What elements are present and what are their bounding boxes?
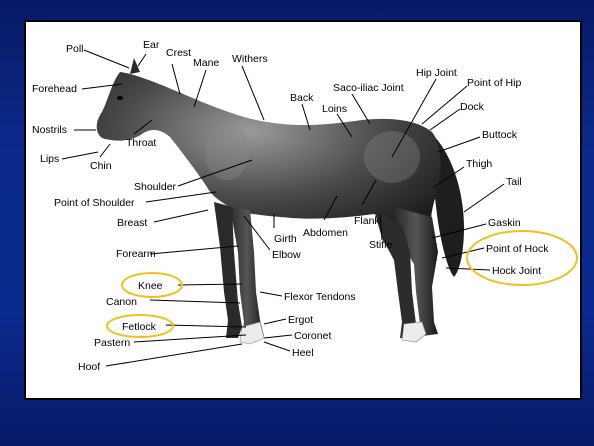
label-gaskin: Gaskin <box>488 217 521 229</box>
eye <box>117 96 123 100</box>
label-tail: Tail <box>506 176 522 188</box>
label-pastern: Pastern <box>94 337 130 349</box>
label-forehead: Forehead <box>32 83 77 95</box>
label-back: Back <box>290 92 314 104</box>
label-thigh: Thigh <box>466 158 492 170</box>
label-ear: Ear <box>143 39 160 51</box>
label-lips: Lips <box>40 153 59 165</box>
label-heel: Heel <box>292 347 314 359</box>
label-hoof: Hoof <box>78 361 100 373</box>
label-point-of-hock: Point of Hock <box>486 243 549 255</box>
label-withers: Withers <box>232 53 268 65</box>
label-dock: Dock <box>460 101 485 113</box>
label-hip-joint: Hip Joint <box>416 67 457 79</box>
hoof-near-hind <box>402 322 426 342</box>
label-hock-joint: Hock Joint <box>492 265 541 277</box>
label-flank: Flank <box>354 215 380 227</box>
label-forearm: Forearm <box>116 248 156 260</box>
label-nostrils: Nostrils <box>32 124 67 136</box>
label-point-of-hip: Point of Hip <box>467 77 521 89</box>
label-breast: Breast <box>117 217 147 229</box>
label-chin: Chin <box>90 160 112 172</box>
label-abdomen: Abdomen <box>303 227 348 239</box>
label-flexor-tendons: Flexor Tendons <box>284 291 356 303</box>
label-throat: Throat <box>126 137 156 149</box>
label-elbow: Elbow <box>272 249 301 261</box>
label-crest: Crest <box>166 47 191 59</box>
label-canon: Canon <box>106 296 137 308</box>
label-poll: Poll <box>66 43 84 55</box>
label-ergot: Ergot <box>288 314 313 326</box>
label-buttock: Buttock <box>482 129 518 141</box>
label-point-of-shoulder: Point of Shoulder <box>54 197 135 209</box>
diagram-panel: Poll Ear Crest Mane Withers Forehead Bac… <box>24 20 582 400</box>
label-mane: Mane <box>193 57 219 69</box>
horse-diagram: Poll Ear Crest Mane Withers Forehead Bac… <box>26 22 580 398</box>
label-saco-iliac-joint: Saco-iliac Joint <box>333 82 404 94</box>
label-loins: Loins <box>322 103 347 115</box>
label-knee: Knee <box>138 280 163 292</box>
label-fetlock: Fetlock <box>122 321 157 333</box>
hoof-near-front <box>240 322 264 344</box>
label-coronet: Coronet <box>294 330 331 342</box>
shoulder-highlight <box>205 124 249 180</box>
label-shoulder: Shoulder <box>134 181 177 193</box>
label-girth: Girth <box>274 233 297 245</box>
label-stifle: Stifle <box>369 239 393 251</box>
